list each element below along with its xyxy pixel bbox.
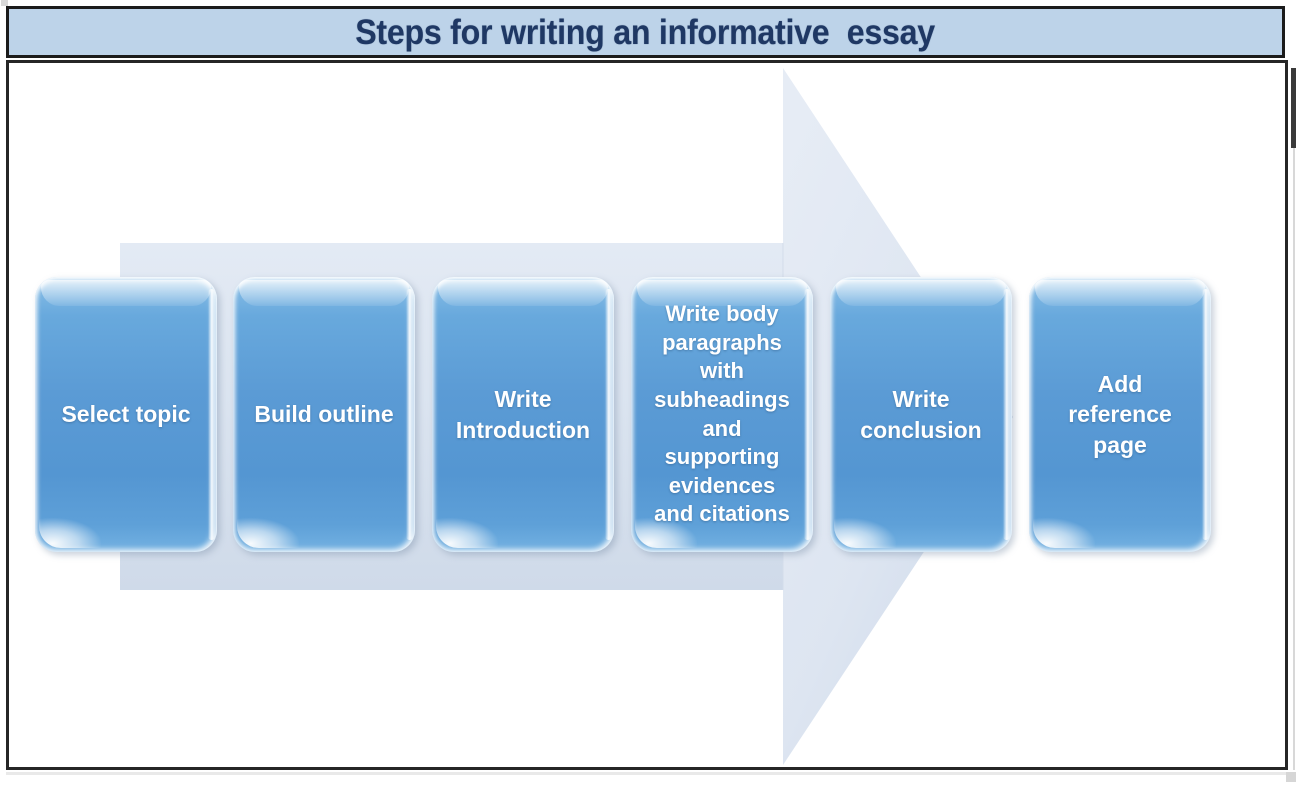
- process-step-2-label: Build outline: [254, 401, 394, 428]
- scrollbar-thumb[interactable]: [1291, 68, 1296, 148]
- box-edge-highlight: [406, 289, 413, 540]
- box-edge-highlight: [1003, 289, 1010, 540]
- process-step-5[interactable]: Write conclusion: [830, 277, 1012, 552]
- process-step-4-label: Write body paragraphs with subheadings a…: [654, 301, 790, 527]
- page-corner-marker-bottom-right: [1286, 772, 1296, 782]
- process-step-5-label: Write conclusion: [860, 385, 982, 443]
- page-corner-marker-top-left: [1, 0, 8, 6]
- process-step-1[interactable]: Select topic: [35, 277, 217, 552]
- process-step-1-label: Select topic: [61, 401, 191, 428]
- box-edge-highlight: [208, 289, 215, 540]
- process-step-2[interactable]: Build outline: [233, 277, 415, 552]
- page-title: Steps for writing an informative essay: [355, 12, 936, 52]
- process-step-3-label: Write Introduction: [455, 385, 591, 443]
- process-step-6-label: Add reference page: [1068, 370, 1172, 458]
- box-edge-highlight: [804, 289, 811, 540]
- process-step-6[interactable]: Add reference page: [1029, 277, 1211, 552]
- scrollbar-track[interactable]: [1293, 148, 1295, 770]
- box-edge-highlight: [1202, 289, 1209, 540]
- box-edge-highlight: [605, 289, 612, 540]
- process-step-4[interactable]: Write body paragraphs with subheadings a…: [631, 277, 813, 552]
- page-bottom-edge: [6, 772, 1288, 775]
- title-bar: Steps for writing an informative essay: [6, 6, 1285, 58]
- process-step-3[interactable]: Write Introduction: [432, 277, 614, 552]
